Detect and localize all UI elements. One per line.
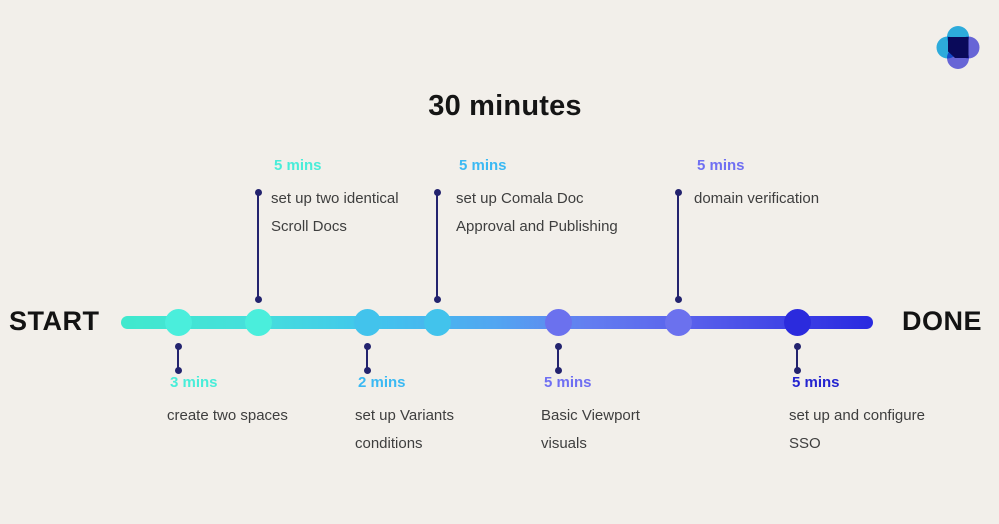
connector-line [174, 343, 182, 374]
milestone-desc-line: create two spaces [167, 407, 288, 424]
milestone: 5 mins set up two identical Scroll Docs [271, 155, 399, 241]
timeline-dot [664, 309, 692, 336]
milestone-desc: Basic Viewport visuals [541, 402, 640, 458]
done-label: DONE [902, 306, 983, 336]
connector-line [554, 343, 562, 374]
timeline-dot [353, 309, 381, 336]
milestone-desc: create two spaces [167, 402, 288, 430]
milestone-time: 5 mins [274, 157, 322, 174]
milestone-desc-line: set up two identical [271, 190, 399, 207]
milestone-desc-line: set up Comala Doc [456, 190, 584, 207]
logo-icon [936, 26, 980, 69]
milestone-desc: domain verification [694, 185, 819, 213]
connector-line [793, 343, 801, 374]
milestone-desc-line: Approval and Publishing [456, 218, 618, 235]
milestone-desc-line: Basic Viewport [541, 407, 640, 424]
timeline-dot [164, 309, 192, 336]
milestone-time: 3 mins [170, 374, 218, 391]
connector-line [674, 189, 682, 303]
connector-line [433, 189, 441, 303]
milestone: 5 mins Basic Viewport visuals [541, 372, 640, 458]
milestone-desc-line: conditions [355, 435, 423, 452]
milestone: 5 mins set up and configure SSO [789, 372, 925, 458]
milestone-desc: set up and configure SSO [789, 402, 925, 458]
milestone-desc-line: domain verification [694, 190, 820, 207]
timeline-dot [244, 309, 272, 336]
milestone-desc: set up two identical Scroll Docs [271, 185, 399, 241]
milestone: 5 mins domain verification [694, 155, 819, 213]
connector-line [254, 189, 262, 303]
milestone-time: 5 mins [459, 157, 507, 174]
milestone-time: 5 mins [697, 157, 745, 174]
timeline-dot [544, 309, 572, 336]
milestone-desc: set up Comala Doc Approval and Publishin… [456, 185, 618, 241]
milestone-desc-line: visuals [541, 435, 587, 452]
connector-line [363, 343, 371, 374]
milestone-desc-line: Scroll Docs [271, 218, 347, 235]
milestone: 5 mins set up Comala Doc Approval and Pu… [456, 155, 618, 241]
timeline-bar [121, 316, 873, 329]
page-title: 30 minutes [428, 90, 582, 122]
milestone-desc-line: set up and configure [789, 407, 925, 424]
milestone-desc-line: SSO [789, 435, 821, 452]
milestone-time: 5 mins [544, 374, 592, 391]
timeline-dot [423, 309, 451, 336]
milestone: 2 mins set up Variants conditions [355, 372, 454, 458]
timeline-dot [783, 309, 811, 336]
milestone-desc-line: set up Variants [355, 407, 454, 424]
milestone-desc: set up Variants conditions [355, 402, 454, 458]
milestone: 3 mins create two spaces [167, 372, 288, 430]
milestone-time: 5 mins [792, 374, 840, 391]
milestone-time: 2 mins [358, 374, 406, 391]
start-label: START [9, 306, 100, 336]
